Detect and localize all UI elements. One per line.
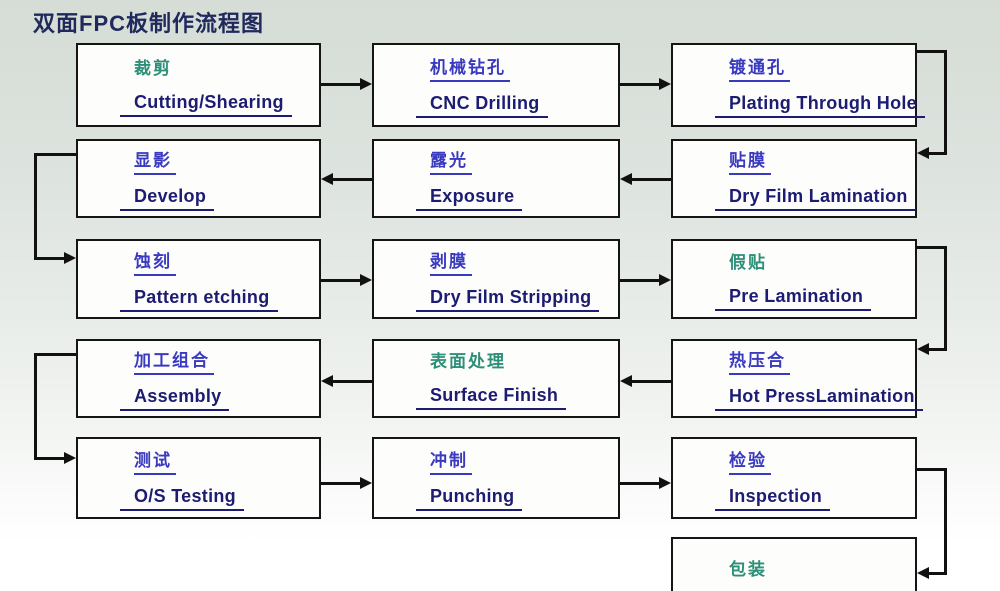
connector-line — [917, 246, 947, 249]
connector-line — [34, 353, 76, 356]
connector-line — [632, 380, 671, 383]
arrowhead-left-icon — [917, 343, 929, 355]
step-box-os-testing: 测试 O/S Testing — [76, 437, 321, 519]
arrowhead-right-icon — [659, 274, 671, 286]
step-box-assembly: 加工组合 Assembly — [76, 339, 321, 418]
step-label-zh: 显影 — [134, 146, 176, 175]
connector-line — [34, 153, 37, 259]
step-label-zh: 露光 — [430, 146, 472, 175]
connector-line — [321, 83, 362, 86]
arrowhead-left-icon — [620, 173, 632, 185]
step-box-dry-film-stripping: 剥膜 Dry Film Stripping — [372, 239, 620, 319]
step-label-zh: 加工组合 — [134, 346, 214, 375]
step-box-packaging: 包装 — [671, 537, 917, 591]
arrowhead-right-icon — [64, 452, 76, 464]
step-label-zh: 热压合 — [729, 346, 790, 375]
connector-line — [34, 257, 66, 260]
page-title: 双面FPC板制作流程图 — [33, 11, 265, 36]
connector-line — [620, 83, 661, 86]
step-label-zh: 蚀刻 — [134, 247, 176, 276]
step-label-en: Develop — [120, 186, 215, 211]
arrowhead-right-icon — [64, 252, 76, 264]
arrowhead-left-icon — [917, 147, 929, 159]
arrowhead-left-icon — [917, 567, 929, 579]
step-box-cutting-shearing: 裁剪 Cutting/Shearing — [76, 43, 321, 127]
step-label-zh: 表面处理 — [430, 352, 506, 371]
step-box-develop: 显影 Develop — [76, 139, 321, 218]
step-label-en: Exposure — [416, 186, 523, 211]
connector-line — [929, 152, 947, 155]
step-label-en: Hot PressLamination — [715, 386, 923, 411]
step-box-exposure: 露光 Exposure — [372, 139, 620, 218]
step-label-zh: 检验 — [729, 446, 771, 475]
connector-line — [620, 482, 661, 485]
step-label-en: Inspection — [715, 486, 831, 511]
connector-line — [929, 572, 947, 575]
step-label-zh: 机械钻孔 — [430, 53, 510, 82]
step-label-zh: 包装 — [729, 560, 767, 579]
arrowhead-left-icon — [620, 375, 632, 387]
step-label-zh: 假贴 — [729, 252, 767, 272]
connector-line — [321, 279, 362, 282]
step-box-punching: 冲制 Punching — [372, 437, 620, 519]
step-label-en: Assembly — [120, 386, 230, 411]
step-label-zh: 裁剪 — [134, 58, 172, 78]
step-label-zh: 剥膜 — [430, 247, 472, 276]
connector-line — [917, 50, 947, 53]
arrowhead-left-icon — [321, 173, 333, 185]
step-label-en: Punching — [416, 486, 523, 511]
connector-line — [917, 468, 947, 471]
step-box-dry-film-lamination: 贴膜 Dry Film Lamination — [671, 139, 917, 218]
step-label-en: Plating Through Hole — [715, 93, 925, 118]
step-box-hot-press-lamination: 热压合 Hot PressLamination — [671, 339, 923, 418]
step-label-en: Pre Lamination — [715, 286, 872, 311]
connector-line — [944, 246, 947, 351]
arrowhead-right-icon — [659, 78, 671, 90]
connector-line — [944, 468, 947, 574]
connector-line — [929, 348, 947, 351]
arrowhead-left-icon — [321, 375, 333, 387]
step-label-en: Dry Film Stripping — [416, 287, 600, 312]
step-label-en: Dry Film Lamination — [715, 186, 916, 211]
arrowhead-right-icon — [360, 274, 372, 286]
step-label-en: Pattern etching — [120, 287, 278, 312]
step-label-en: Surface Finish — [416, 385, 567, 410]
step-label-en: Cutting/Shearing — [120, 92, 292, 117]
connector-line — [34, 353, 37, 459]
connector-line — [333, 380, 372, 383]
arrowhead-right-icon — [659, 477, 671, 489]
connector-line — [34, 457, 66, 460]
step-label-zh: 冲制 — [430, 446, 472, 475]
arrowhead-right-icon — [360, 477, 372, 489]
connector-line — [620, 279, 661, 282]
step-label-zh: 镀通孔 — [729, 53, 790, 82]
step-box-plating-through-hole: 镀通孔 Plating Through Hole — [671, 43, 925, 127]
connector-line — [34, 153, 76, 156]
step-box-surface-finish: 表面处理 Surface Finish — [372, 339, 620, 418]
step-box-inspection: 检验 Inspection — [671, 437, 917, 519]
step-box-pre-lamination: 假贴 Pre Lamination — [671, 239, 917, 319]
step-label-en: CNC Drilling — [416, 93, 548, 118]
connector-line — [944, 50, 947, 155]
step-box-pattern-etching: 蚀刻 Pattern etching — [76, 239, 321, 319]
step-label-zh: 贴膜 — [729, 146, 771, 175]
step-label-zh: 测试 — [134, 446, 176, 475]
connector-line — [333, 178, 372, 181]
step-label-en: O/S Testing — [120, 486, 244, 511]
arrowhead-right-icon — [360, 78, 372, 90]
connector-line — [321, 482, 362, 485]
step-box-cnc-drilling: 机械钻孔 CNC Drilling — [372, 43, 620, 127]
connector-line — [632, 178, 671, 181]
